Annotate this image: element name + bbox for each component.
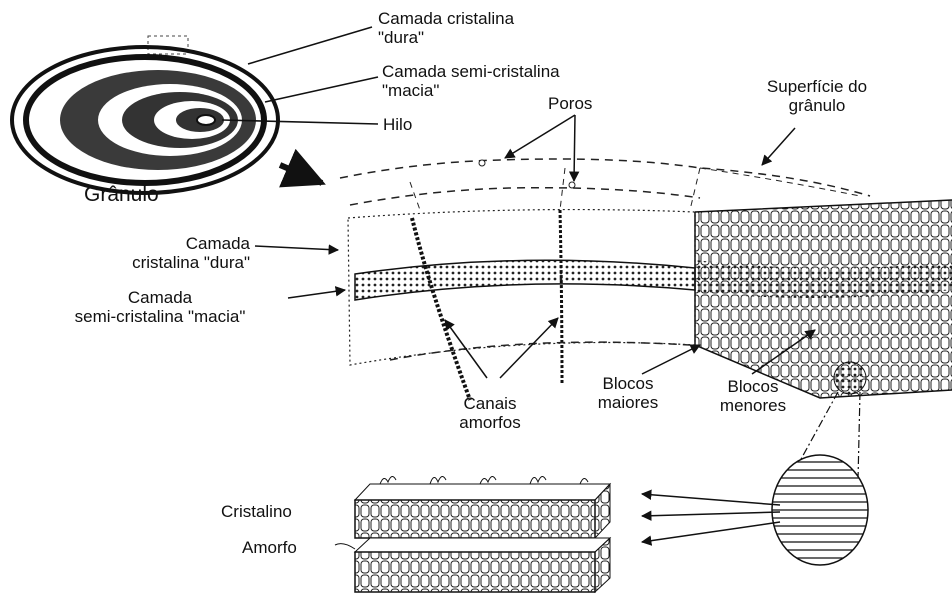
label-surface-line2: grânulo bbox=[742, 97, 892, 115]
label-small-blocks-line2: menores bbox=[698, 397, 808, 415]
label-hilum: Hilo bbox=[383, 116, 412, 134]
label-channels-line1: Canais bbox=[445, 395, 535, 413]
label-large-blocks-line1: Blocos bbox=[578, 375, 678, 393]
small-block-detail bbox=[760, 455, 880, 565]
label-surface-line1: Superfície do bbox=[742, 78, 892, 96]
label-soft-layer-line2: "macia" bbox=[382, 82, 439, 100]
label-pores: Poros bbox=[548, 95, 592, 113]
label-soft-layer-line1: Camada semi-cristalina bbox=[382, 63, 560, 81]
label-large-blocks-line2: maiores bbox=[578, 394, 678, 412]
granule-rings bbox=[12, 36, 278, 193]
label-crystalline: Cristalino bbox=[221, 503, 292, 521]
label-hard-layer-line2: "dura" bbox=[378, 29, 424, 47]
label-channels-line2: amorfos bbox=[445, 414, 535, 432]
label-section-soft-line1: Camada bbox=[40, 289, 280, 307]
label-section-soft-line2: semi-cristalina "macia" bbox=[40, 308, 280, 326]
label-amorphous: Amorfo bbox=[242, 539, 297, 557]
label-section-hard-line1: Camada bbox=[70, 235, 250, 253]
label-section-hard-line2: cristalina "dura" bbox=[70, 254, 250, 272]
hilum-dot bbox=[197, 115, 215, 125]
granule-title: Grânulo bbox=[84, 186, 159, 204]
label-hard-layer-line1: Camada cristalina bbox=[378, 10, 514, 28]
granule-section bbox=[340, 159, 952, 405]
lamellae-stack bbox=[335, 476, 610, 592]
label-small-blocks-line1: Blocos bbox=[698, 378, 808, 396]
